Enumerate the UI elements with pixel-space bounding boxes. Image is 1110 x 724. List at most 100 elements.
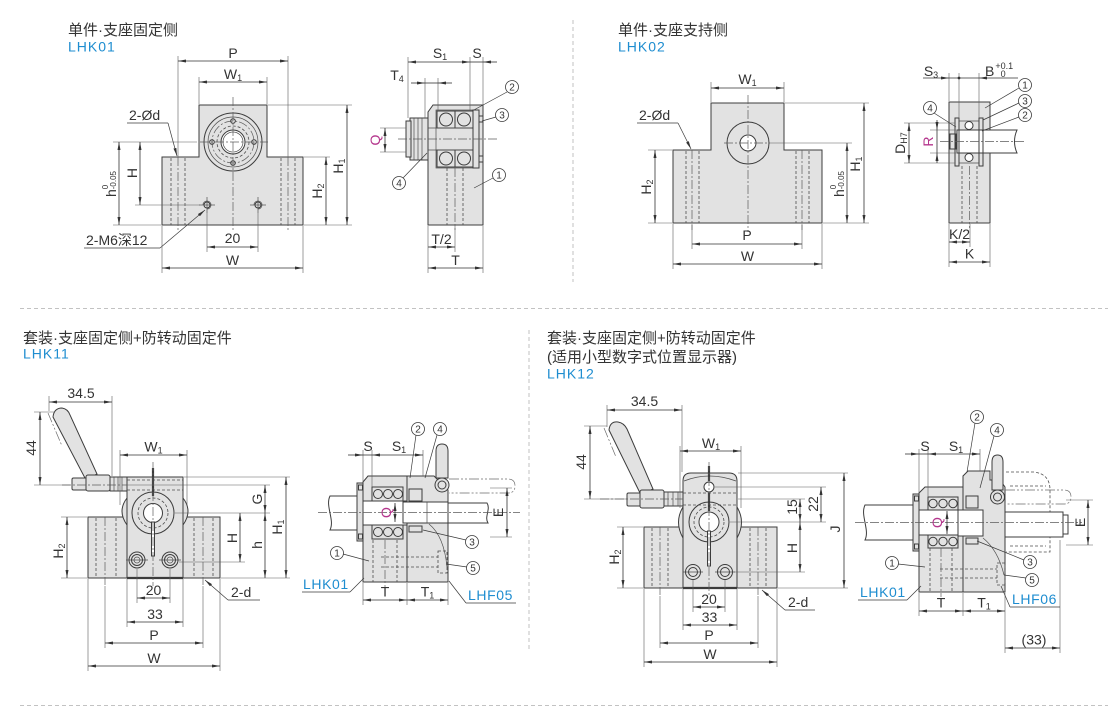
dimension-label: 44: [23, 440, 39, 456]
counterbored-hole: [683, 564, 703, 580]
dimension-H: H: [179, 513, 245, 563]
dimension-label: 20: [146, 582, 162, 598]
leader-line: [349, 577, 365, 593]
leader-line: [933, 112, 957, 128]
callout-circle: [885, 556, 899, 570]
bearing-ball: [938, 536, 948, 547]
indicator-outline-hidden: [1006, 471, 1051, 553]
bearing-ball: [948, 536, 958, 547]
layout-dividers: [20, 20, 1108, 706]
dimension-H: H: [124, 142, 200, 206]
dimension-T: T: [428, 226, 484, 273]
bearing-lower-row: [371, 524, 404, 540]
label-base: W: [144, 439, 158, 455]
hidden-bolt-head: [437, 550, 448, 574]
part-callout: 2: [505, 80, 519, 94]
dimension-label: S1: [949, 438, 963, 455]
dimension-W1: W1: [119, 439, 188, 505]
dimension-label: H1: [269, 519, 286, 534]
dimension-label: T1: [421, 584, 435, 601]
label-base: W: [224, 66, 238, 82]
reference-part-code: LHF05: [468, 587, 513, 603]
callout-number: 2: [1022, 111, 1028, 122]
dimension-D-H7: DH7: [892, 122, 955, 164]
position-indicator-phantom: [1006, 471, 1051, 553]
bearing-ball: [373, 527, 383, 537]
callout-number: 1: [1022, 81, 1028, 92]
dimension-K: K: [949, 224, 991, 267]
dimension-label: W: [703, 646, 717, 662]
clamp-nut: [965, 537, 979, 545]
dimension-label: S: [363, 438, 372, 454]
thread-arc: [202, 200, 212, 210]
leader-line: [761, 589, 786, 611]
dimension-R: R: [920, 120, 956, 163]
bearing-ball: [393, 489, 403, 499]
housing-body: [672, 102, 823, 224]
label-subscript: 2: [57, 543, 67, 548]
label-base: S: [949, 438, 958, 454]
lower-tolerance: -0.05: [837, 170, 846, 189]
cap-screw: [358, 533, 363, 540]
leader-line: [677, 122, 692, 150]
label-subscript: 2: [645, 179, 655, 184]
lever-pivot-bore: [993, 492, 1002, 502]
callout-circle: [392, 176, 406, 190]
front-view: W1 2-Ød H2 h0-0.05 H1 P: [637, 71, 869, 269]
part-callout: 2: [970, 410, 984, 424]
label-subscript: 1: [986, 602, 991, 612]
dimension-P: P: [177, 45, 289, 157]
label-base: T: [421, 584, 430, 600]
dimension-label: W1: [738, 71, 756, 88]
panel-lhk11: 套装·支座固定侧+防转动固定件 LHK11: [23, 330, 520, 671]
label-subscript: 1: [401, 445, 406, 455]
dimension-label: H1: [330, 158, 347, 173]
label-subscript: 3: [933, 70, 938, 80]
note-label: 2-Ød: [129, 107, 160, 123]
note-tapped-holes: 2-M6深12: [84, 209, 206, 249]
lever-pivot-bore: [437, 480, 447, 490]
dimension-label: S3: [924, 63, 938, 80]
part-callout: 2: [1018, 108, 1032, 122]
callout-number: 3: [499, 111, 505, 122]
dimension-label: H: [224, 533, 240, 543]
dimension-h: h: [249, 513, 267, 578]
shaft-right-section: [447, 502, 489, 524]
leader-line: [402, 152, 428, 179]
dimension-W: W: [643, 589, 778, 667]
dimension-W: W: [672, 224, 823, 269]
note-label: 2-d: [788, 594, 808, 610]
leader-line: [422, 529, 467, 541]
clamp-screw: [408, 488, 423, 502]
dimension-lever-offset: 34.5: [606, 393, 683, 472]
part-callouts: 2 4 3 5 1: [885, 410, 1039, 587]
note-label: 2-Ød: [639, 107, 670, 123]
upper-tolerance: +0.1: [995, 61, 1013, 71]
shaft-diameter-label: Q: [378, 507, 394, 518]
dimension-label: S: [920, 438, 929, 454]
dimension-h-tolerance: h0-0.05: [770, 142, 852, 223]
lower-tolerance: -0.05: [109, 170, 118, 189]
bearing-ball: [383, 527, 393, 537]
dimension-label: DH7: [892, 132, 909, 154]
label-base: H: [330, 163, 346, 173]
dimension-H: H: [734, 522, 805, 573]
callout-circle: [465, 535, 479, 549]
label-subscript: 1: [752, 78, 757, 88]
dimension-S-S1: S S1: [348, 438, 424, 487]
dimension-P: P: [104, 586, 204, 648]
clamp-lever-handle: [52, 407, 98, 481]
part-callout: 1: [1018, 78, 1032, 92]
dimension-label: H2: [309, 183, 326, 198]
dimension-label: T/2: [431, 231, 451, 247]
dimension-Q: Q: [378, 503, 397, 522]
lever-phantom-position: [449, 478, 516, 494]
label-subscript: 2: [613, 549, 623, 554]
part-callout: 5: [1025, 573, 1039, 587]
dimension-label: P: [742, 227, 751, 243]
flange-bolt-hole: [209, 139, 215, 145]
note-mounting-holes: 2-Ød: [127, 107, 178, 157]
callout-circle: [505, 80, 519, 94]
leader-line: [159, 209, 206, 249]
